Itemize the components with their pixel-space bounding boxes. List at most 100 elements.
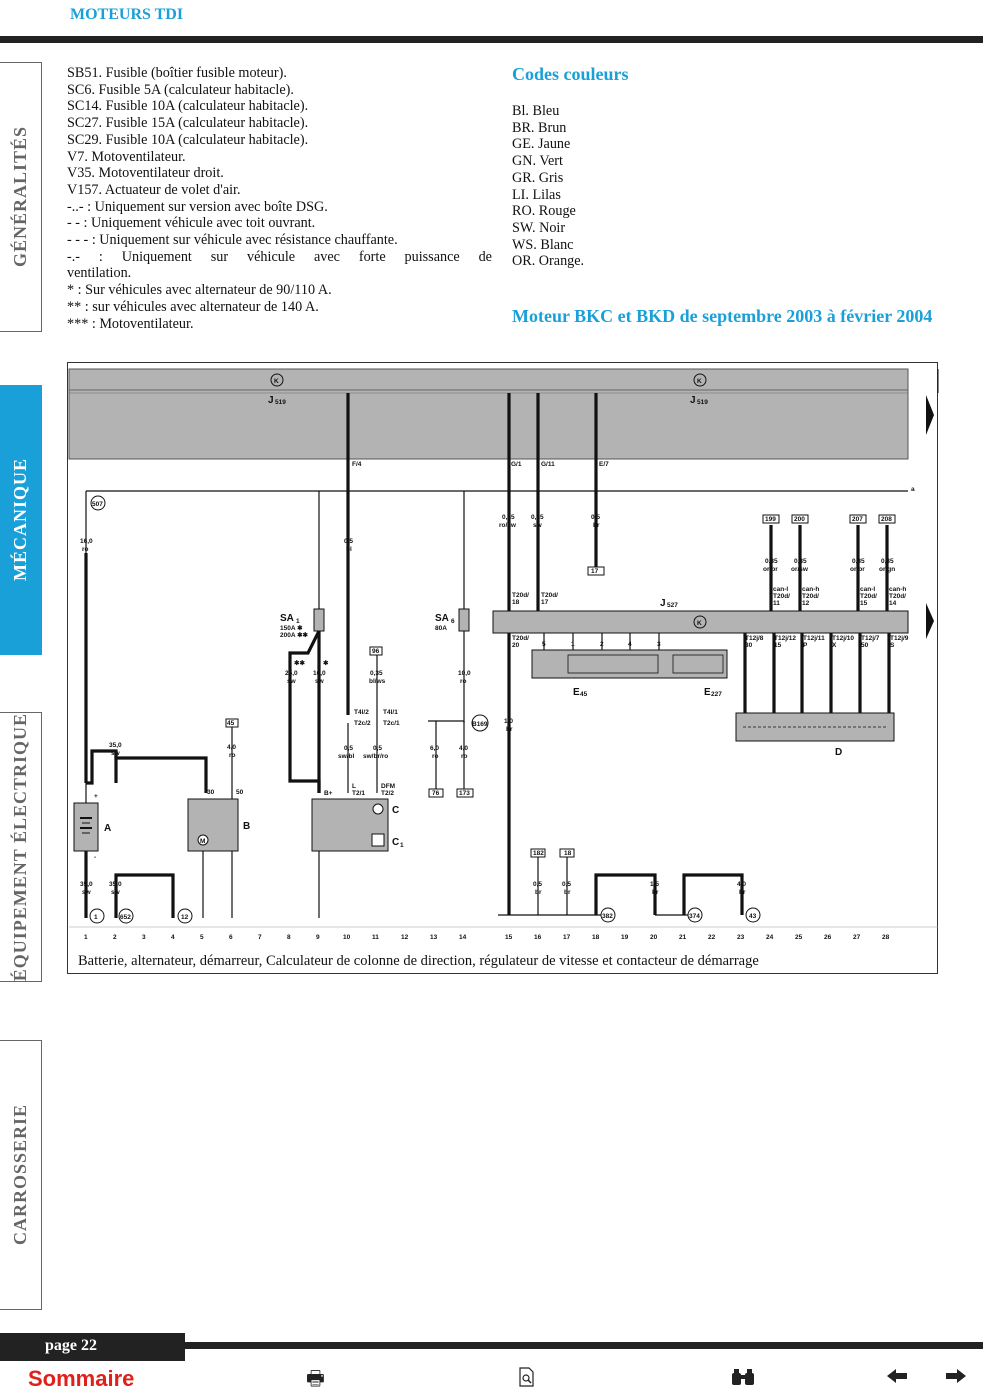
document-search-icon[interactable]: [518, 1367, 536, 1393]
wire-ref-label: 200: [794, 516, 805, 523]
wire-color: br: [652, 889, 659, 896]
arrow-right-icon[interactable]: [945, 1367, 967, 1389]
can-label: can-h: [802, 586, 819, 593]
wire-gauge: 25,0: [285, 670, 298, 677]
ground-point: [90, 495, 106, 511]
code-item: BR. Brun: [512, 119, 567, 136]
wire-color: bl: [346, 546, 352, 553]
j519-label-right: J: [690, 395, 696, 406]
connector-pin: 18: [512, 599, 520, 606]
wire-gauge: 16,0: [313, 670, 326, 677]
legend-item: V157. Actuateur de volet d'air.: [67, 181, 241, 198]
j519-module: [68, 368, 909, 460]
wire-color: br: [593, 522, 600, 529]
ground-point: [89, 908, 105, 924]
column-number: 20: [650, 934, 658, 941]
fuse-label: SA: [435, 613, 449, 624]
wire-gauge: 0,5: [344, 745, 353, 752]
ground-point: [177, 908, 193, 924]
can-label: can-h: [889, 586, 906, 593]
wire-gauge: 0,35: [881, 558, 894, 565]
code-item: LI. Lilas: [512, 186, 561, 203]
tab-carrosserie[interactable]: CARROSSERIE: [0, 1040, 42, 1310]
column-number: 25: [795, 934, 803, 941]
legend-item: *** : Motoventilateur.: [67, 315, 194, 332]
ground-point: [687, 907, 703, 923]
legend-item: SC27. Fusible 15A (calculateur habitacle…: [67, 115, 309, 132]
can-label: can-l: [773, 586, 788, 593]
pin-label: E/7: [599, 461, 609, 468]
column-number: 2: [113, 934, 117, 941]
page-number-box: page 22: [0, 1333, 185, 1361]
wire-gauge: 0,35: [852, 558, 865, 565]
column-number: 14: [459, 934, 467, 941]
connector-label: T12j/12: [774, 635, 796, 642]
connector-pin: 20: [512, 642, 520, 649]
wire-ref-box: [791, 514, 809, 524]
legend-item: SC29. Fusible 10A (calculateur habitacle…: [67, 131, 309, 148]
connector-label: T20d/: [860, 593, 877, 600]
column-number: 10: [343, 934, 351, 941]
connector-label: T2/2: [381, 790, 394, 797]
wire-gauge: 0,5: [591, 514, 600, 521]
fuse-sub: 6: [451, 618, 455, 625]
code-item: Bl. Bleu: [512, 103, 560, 119]
svg-text:K: K: [274, 378, 279, 385]
j527-sub: 527: [667, 602, 678, 609]
terminal-label: +: [94, 793, 98, 800]
cruise-control-switch: [531, 649, 728, 679]
wire-ref-box: [369, 646, 383, 656]
j519-sub: 519: [275, 399, 286, 406]
column-number: 28: [882, 934, 890, 941]
connector-label: T12j/10: [832, 635, 854, 642]
connector-label: T20d/: [541, 592, 558, 599]
tab-generalites[interactable]: GÉNÉRALITÉS: [0, 62, 42, 332]
column-number: 12: [401, 934, 409, 941]
code-item: GN. Vert: [512, 153, 563, 170]
connector-pin: 50: [861, 642, 869, 649]
pin-label: G/1: [511, 461, 522, 468]
wire-gauge: 6,0: [430, 745, 439, 752]
fuse-sa6: [458, 608, 470, 632]
wire-ref-label: 208: [881, 516, 892, 523]
tab-equipement-electrique[interactable]: ÉQUIPEMENT ÉLECTRIQUE: [0, 712, 42, 982]
codes-list: Bl. Bleu BR. Brun GE. Jaune GN. Vert GR.…: [512, 103, 584, 270]
wire-ref-label: 18: [564, 850, 572, 857]
wiring-diagram-svg: .t{font-size:6.5px;font-weight:bold;fill…: [68, 368, 939, 941]
binoculars-icon[interactable]: [730, 1367, 756, 1391]
ground-point-label: B169: [472, 721, 488, 728]
tab-mecanique[interactable]: MÉCANIQUE: [0, 385, 42, 655]
legend-item: - - : Uniquement véhicule avec toit ouvr…: [67, 215, 316, 232]
wire-color: or/br: [763, 566, 778, 573]
ground-point: [600, 907, 616, 923]
wire-gauge: 0,35: [502, 514, 515, 521]
tab-mecanique-label: MÉCANIQUE: [10, 458, 30, 582]
tab-carrosserie-label: CARROSSERIE: [10, 1104, 30, 1246]
wire-gauge: 35,0: [109, 742, 122, 749]
connector-pin: 30: [745, 642, 753, 649]
wire-ref-box: [849, 514, 867, 524]
wire-color: br: [739, 889, 746, 896]
ground-point-label: 374: [689, 913, 700, 920]
pin-label: G/11: [541, 461, 555, 468]
sommaire-link[interactable]: Sommaire: [28, 1366, 135, 1391]
wire-color: ro/sw: [499, 522, 517, 529]
bottom-divider: [0, 1342, 983, 1349]
column-number: 1: [84, 934, 88, 941]
connector-label: T20d/: [889, 593, 906, 600]
pin-label: F/4: [352, 461, 362, 468]
ground-point: [745, 907, 761, 923]
component-label: B: [243, 821, 250, 832]
fuse-rating: 200A ✱✱: [280, 631, 309, 639]
connector-label: T12j/8: [745, 635, 764, 642]
terminal-label: -: [94, 854, 96, 861]
j519-label: J: [268, 395, 274, 406]
legend-item: V7. Motoventilateur.: [67, 148, 186, 165]
legend-item: ventilation.: [67, 265, 132, 282]
starter-motor: [187, 798, 239, 852]
wire-gauge: 4,0: [227, 744, 236, 751]
printer-icon[interactable]: 🖶: [306, 1366, 325, 1390]
arrow-left-icon[interactable]: [886, 1367, 908, 1389]
wire-color: ro: [82, 546, 89, 553]
wire-color: br: [564, 889, 571, 896]
